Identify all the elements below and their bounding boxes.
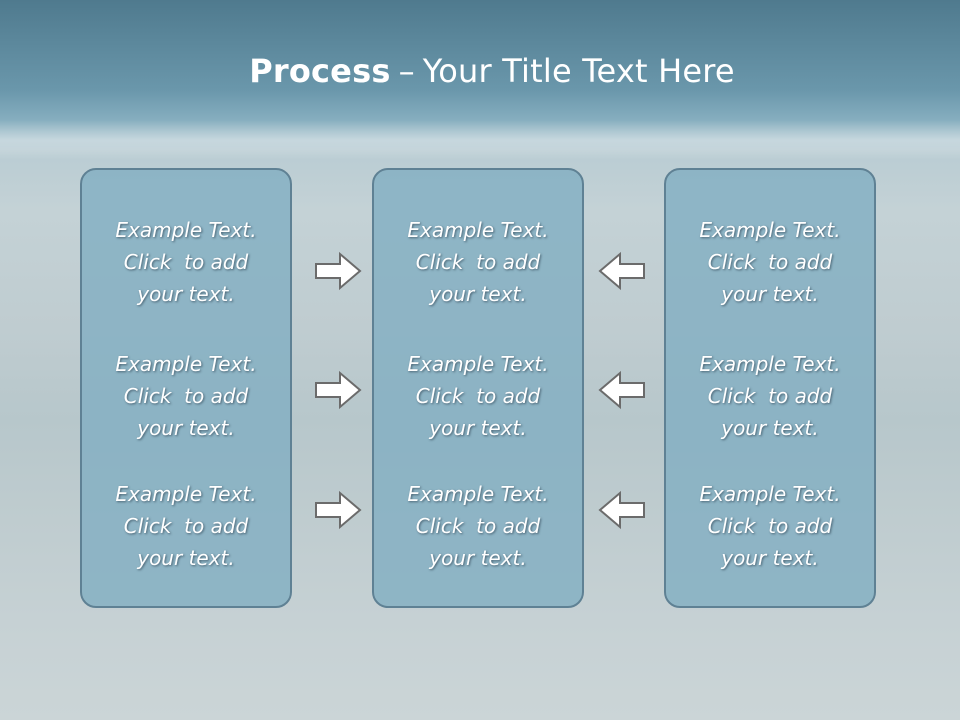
arrow-left-icon[interactable] xyxy=(598,490,646,530)
text-line: Click to add xyxy=(415,250,541,274)
text-line: your text. xyxy=(721,282,819,306)
text-placeholder[interactable]: Example Text. Click to add your text. xyxy=(374,348,582,444)
text-line: Click to add xyxy=(415,514,541,538)
text-line: your text. xyxy=(137,282,235,306)
text-placeholder[interactable]: Example Text. Click to add your text. xyxy=(82,214,290,310)
text-placeholder[interactable]: Example Text. Click to add your text. xyxy=(374,214,582,310)
text-line: Example Text. xyxy=(699,218,841,242)
arrow-right-icon[interactable] xyxy=(314,370,362,410)
text-line: Example Text. xyxy=(115,218,257,242)
text-placeholder[interactable]: Example Text. Click to add your text. xyxy=(374,478,582,574)
text-line: Example Text. xyxy=(699,352,841,376)
text-placeholder[interactable]: Example Text. Click to add your text. xyxy=(666,478,874,574)
slide-title[interactable]: Process–Your Title Text Here xyxy=(0,52,960,90)
text-line: Click to add xyxy=(707,250,833,274)
text-line: your text. xyxy=(137,546,235,570)
text-line: Click to add xyxy=(123,250,249,274)
process-box-right[interactable]: Example Text. Click to add your text. Ex… xyxy=(664,168,876,608)
arrow-left-icon[interactable] xyxy=(598,370,646,410)
text-placeholder[interactable]: Example Text. Click to add your text. xyxy=(82,348,290,444)
title-bold: Process xyxy=(249,52,391,90)
text-placeholder[interactable]: Example Text. Click to add your text. xyxy=(666,348,874,444)
text-line: Example Text. xyxy=(407,352,549,376)
title-dash: – xyxy=(398,52,415,90)
horizon-haze xyxy=(0,120,960,160)
text-line: your text. xyxy=(429,546,527,570)
text-line: Example Text. xyxy=(699,482,841,506)
text-line: Example Text. xyxy=(115,482,257,506)
text-line: Example Text. xyxy=(407,218,549,242)
arrow-right-icon[interactable] xyxy=(314,251,362,291)
text-placeholder[interactable]: Example Text. Click to add your text. xyxy=(666,214,874,310)
text-line: Click to add xyxy=(707,384,833,408)
title-rest: Your Title Text Here xyxy=(422,52,735,90)
text-line: Click to add xyxy=(123,514,249,538)
arrow-right-icon[interactable] xyxy=(314,490,362,530)
text-line: your text. xyxy=(429,416,527,440)
text-line: Click to add xyxy=(415,384,541,408)
text-line: your text. xyxy=(721,416,819,440)
text-placeholder[interactable]: Example Text. Click to add your text. xyxy=(82,478,290,574)
process-box-center[interactable]: Example Text. Click to add your text. Ex… xyxy=(372,168,584,608)
text-line: your text. xyxy=(137,416,235,440)
text-line: Example Text. xyxy=(407,482,549,506)
text-line: Click to add xyxy=(123,384,249,408)
text-line: Example Text. xyxy=(115,352,257,376)
text-line: Click to add xyxy=(707,514,833,538)
arrow-left-icon[interactable] xyxy=(598,251,646,291)
text-line: your text. xyxy=(429,282,527,306)
process-box-left[interactable]: Example Text. Click to add your text. Ex… xyxy=(80,168,292,608)
text-line: your text. xyxy=(721,546,819,570)
